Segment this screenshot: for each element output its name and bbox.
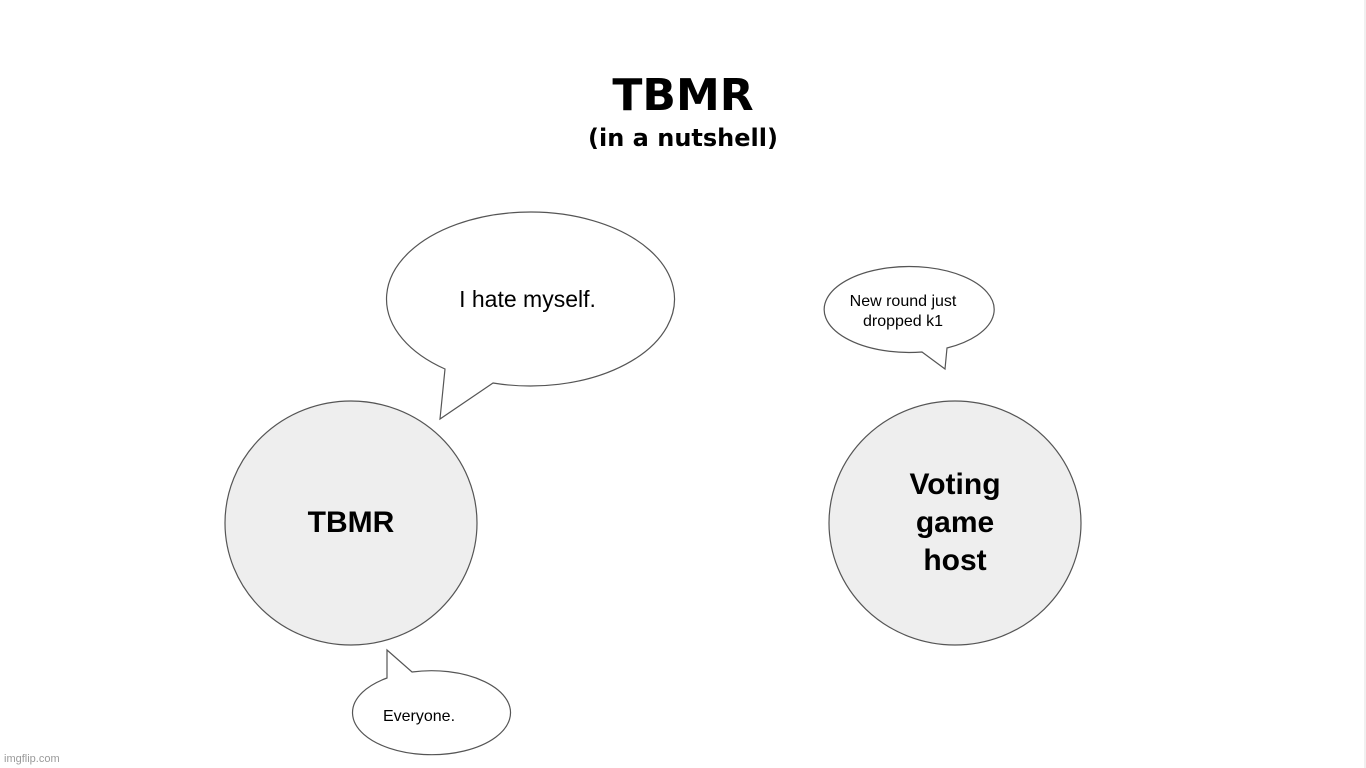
watermark: imgflip.com: [4, 753, 60, 765]
page-title: TBMR: [612, 70, 754, 121]
node-tbmr-circle: [224, 400, 478, 646]
speech-bubble-host-top: [823, 265, 995, 371]
speech-bubble-tbmr-top-text: I hate myself.: [459, 286, 596, 312]
speech-bubble-host-top-text: New round just dropped k1: [849, 293, 957, 330]
node-host-label: Voting game host: [909, 468, 1001, 577]
page-subtitle: (in a nutshell): [588, 124, 778, 152]
speech-bubble-tbmr-bottom-text: Everyone.: [382, 708, 456, 725]
node-host-circle: [828, 400, 1082, 646]
speech-bubble-tbmr-top: [385, 211, 676, 421]
speech-bubble-tbmr-bottom: [351, 648, 512, 756]
right-edge-border: [1364, 0, 1366, 768]
node-tbmr-label: TBMR: [307, 506, 395, 539]
